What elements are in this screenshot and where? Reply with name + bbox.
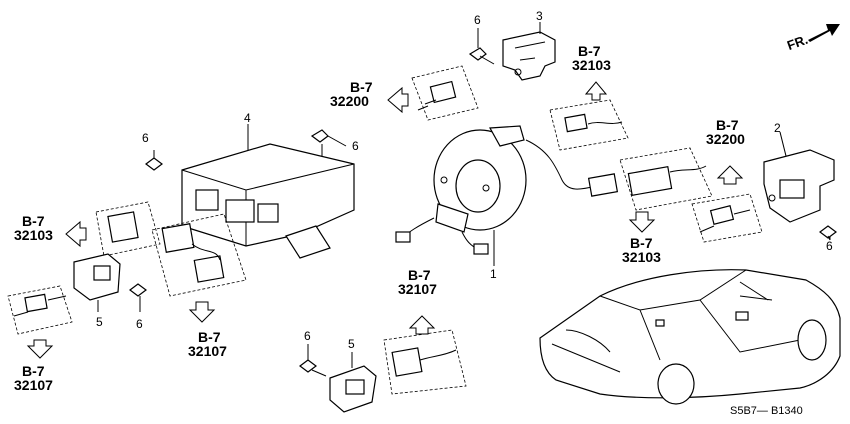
connector-box-left-b <box>151 213 247 297</box>
ref-sheet: B-7 <box>350 79 373 95</box>
bolt-6-center <box>310 129 347 156</box>
vehicle-location-illustration <box>539 269 841 405</box>
callout-3: 3 <box>536 9 543 23</box>
ref-sheet: B-7 <box>578 43 601 59</box>
callout-6-center: 6 <box>352 139 359 153</box>
connector-box-right <box>691 193 763 243</box>
connector-box-left-a <box>95 201 161 257</box>
callout-6-top: 6 <box>474 13 481 27</box>
bolt-6-left-lower <box>129 283 147 312</box>
left-arrow-icon <box>387 86 409 114</box>
ref-sheet: B-7 <box>630 235 653 251</box>
bolt-6-top <box>468 47 495 65</box>
connector-box-far-left <box>7 285 73 335</box>
callout-6-right: 6 <box>826 239 833 253</box>
front-direction-indicator: FR. <box>785 24 840 53</box>
down-arrow-icon <box>188 301 216 323</box>
bolt-6-left-upper <box>145 150 163 171</box>
bolt-6-right <box>819 225 837 241</box>
down-arrow-icon <box>628 211 656 233</box>
up-arrow-icon <box>584 81 608 101</box>
ref-code: 32200 <box>706 131 745 147</box>
callout-4: 4 <box>244 111 251 125</box>
callout-2: 2 <box>774 121 781 135</box>
bolt-6-bottom <box>299 344 327 377</box>
left-arrow-icon <box>65 220 87 248</box>
ref-sheet: B-7 <box>198 329 221 345</box>
ref-sheet: B-7 <box>22 213 45 229</box>
ref-code: 32200 <box>330 93 369 109</box>
ref-sheet: B-7 <box>716 117 739 133</box>
ref-code: 32103 <box>572 57 611 73</box>
ref-code: 32107 <box>14 377 53 393</box>
callout-6-bottom: 6 <box>304 329 311 343</box>
ref-code: 32103 <box>622 249 661 265</box>
down-arrow-icon <box>26 339 54 359</box>
ref-code: 32107 <box>188 343 227 359</box>
part-2-sensor <box>763 149 835 223</box>
part-1-clock-spring <box>395 125 619 255</box>
part-5-sensor-left <box>73 253 121 301</box>
ref-sheet: B-7 <box>408 267 431 283</box>
callout-6-left-upper: 6 <box>142 131 149 145</box>
ref-code: 32107 <box>398 281 437 297</box>
connector-box-top <box>411 65 479 121</box>
ref-sheet: B-7 <box>22 363 45 379</box>
up-arrow-icon <box>716 165 744 185</box>
ref-code: 32103 <box>14 227 53 243</box>
callout-6-left-lower: 6 <box>136 317 143 331</box>
connector-box-center-bottom <box>383 329 467 395</box>
part-4-srs-unit <box>181 143 355 259</box>
callout-1: 1 <box>490 267 497 281</box>
front-label: FR. <box>785 32 810 53</box>
front-arrow-icon <box>808 24 840 42</box>
connector-box-upper-right <box>549 99 629 151</box>
part-3-bracket <box>502 31 556 81</box>
callout-5-left: 5 <box>96 315 103 329</box>
callout-5-bottom: 5 <box>348 337 355 351</box>
diagram-code: S5B7— B1340 <box>730 405 803 417</box>
part-5-sensor-bottom <box>329 365 377 413</box>
up-arrow-icon <box>408 315 436 335</box>
connector-box-middle-right <box>619 147 713 211</box>
